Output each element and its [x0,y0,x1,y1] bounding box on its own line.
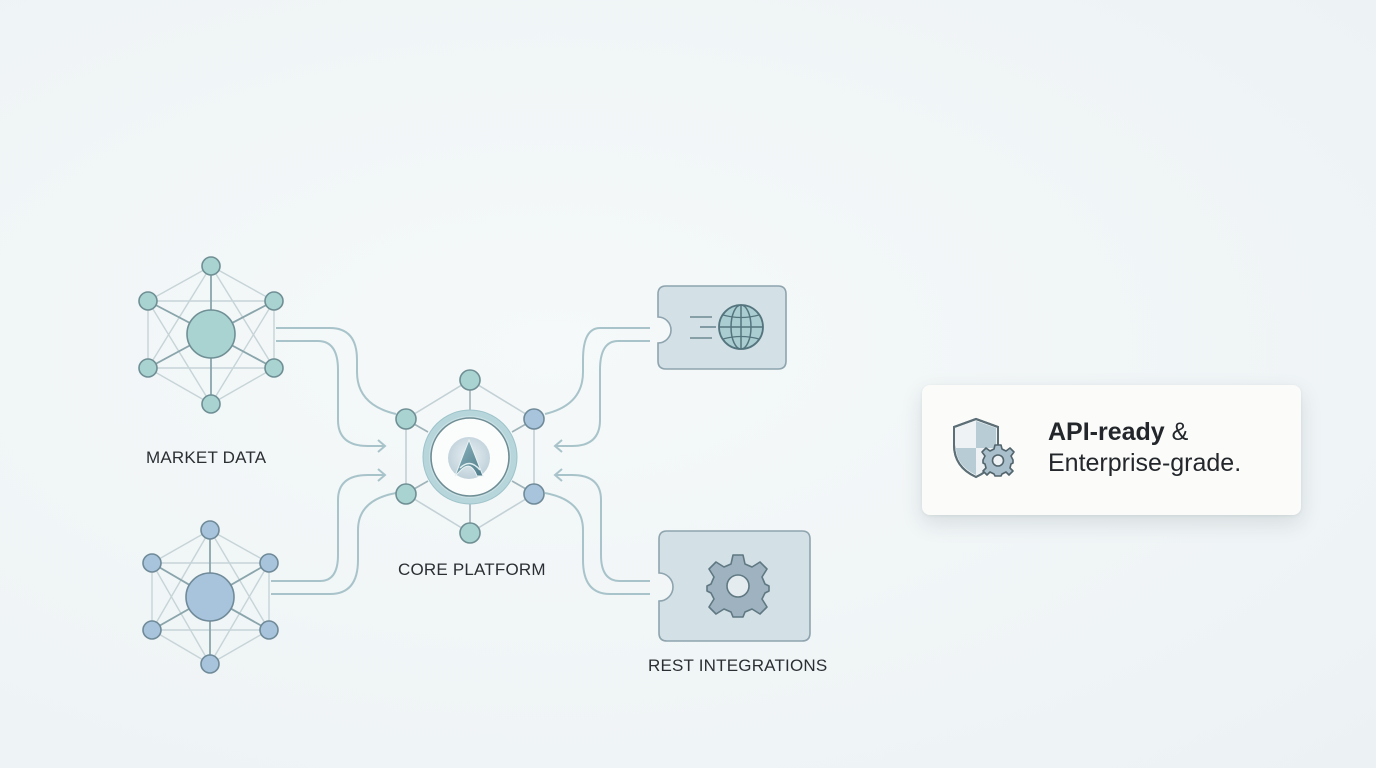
market-data-label: MARKET DATA [146,448,267,467]
network-hub-icon [142,520,279,674]
core-platform-hub [395,369,545,544]
rest-integration-panel [658,530,811,642]
callout-title-rest: & [1164,418,1189,446]
speed-lines-icon [690,316,716,339]
network-hub-icon [138,256,284,414]
web-endpoint-panel [657,285,787,370]
callout-text: API-ready & Enterprise-grade. [1048,417,1241,479]
callout-title-bold: API-ready [1048,418,1165,446]
a-logo-icon [448,437,490,479]
core-platform-label: CORE PLATFORM [398,560,546,579]
rest-integrations-label: REST INTEGRATIONS [648,656,828,675]
callout-card: API-ready & Enterprise-grade. [922,385,1301,515]
gear-icon [706,554,770,618]
connector-lines-left [271,327,397,595]
shield-gear-icon [953,417,1015,479]
connector-lines-right [544,327,650,595]
globe-icon [718,304,764,350]
callout-subtitle: Enterprise-grade. [1048,449,1242,477]
